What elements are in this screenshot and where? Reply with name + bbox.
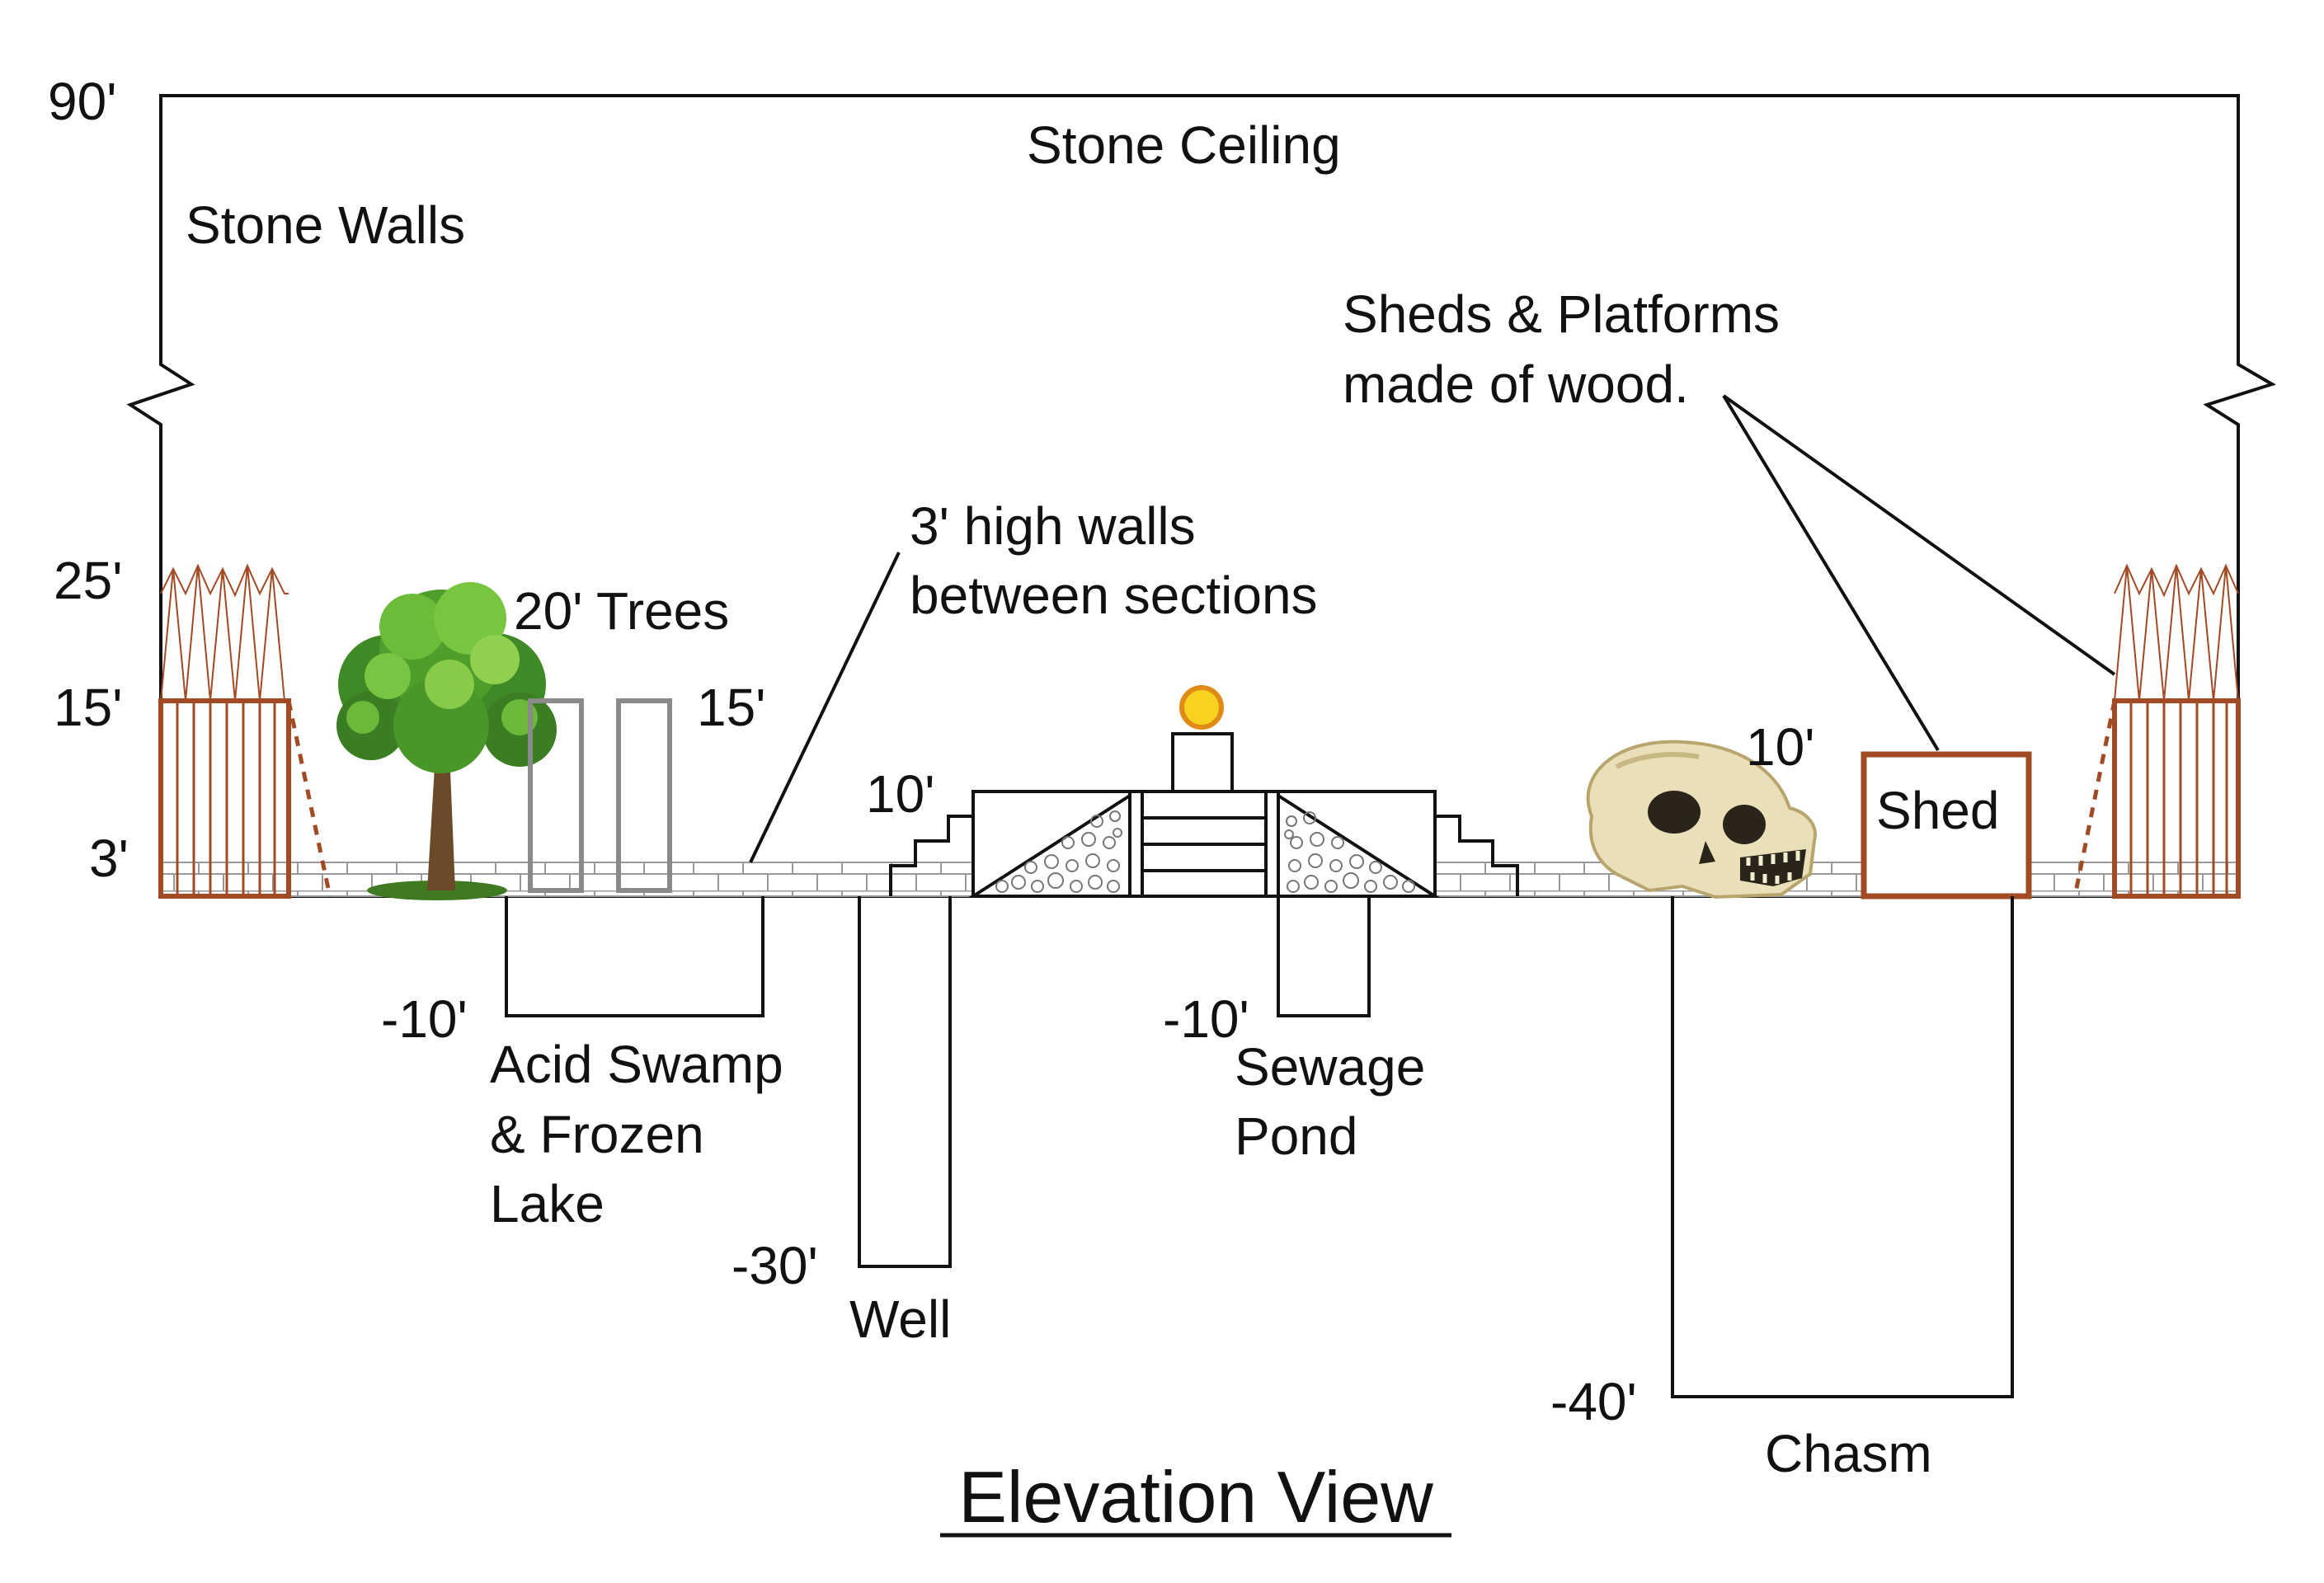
chasm-pit bbox=[1671, 896, 2014, 1398]
rubble-right bbox=[1284, 811, 1415, 893]
height-towers: 15' bbox=[697, 678, 765, 737]
well-pit bbox=[858, 896, 952, 1268]
swamp-pit bbox=[505, 896, 764, 1017]
shed-box bbox=[1861, 751, 2032, 900]
height-steps: 10' bbox=[866, 764, 934, 824]
diagram-title: Elevation View bbox=[958, 1456, 1433, 1538]
rubble-left bbox=[995, 810, 1122, 893]
depth-chasm: -40' bbox=[1550, 1372, 1637, 1431]
height-skull-platform: 10' bbox=[1746, 717, 1814, 777]
pit-swamp-line2: & Frozen bbox=[490, 1105, 704, 1164]
pit-chasm: Chasm bbox=[1765, 1424, 1932, 1483]
depth-swamp: -10' bbox=[381, 989, 468, 1049]
trees-label: 20' Trees bbox=[514, 581, 729, 641]
stone-room-outline bbox=[126, 94, 2276, 896]
sewage-pit bbox=[1277, 896, 1371, 1017]
sheds-leader-line-1 bbox=[1722, 394, 1940, 752]
palisade-right bbox=[2072, 563, 2241, 899]
depth-well: -30' bbox=[732, 1236, 818, 1295]
pit-swamp-line1: Acid Swamp bbox=[490, 1035, 783, 1094]
level-palisade-top: 25' bbox=[54, 551, 122, 610]
walls-leader-line bbox=[749, 552, 901, 863]
sheds-note-line2: made of wood. bbox=[1343, 355, 1689, 414]
depth-sewage: -10' bbox=[1163, 989, 1249, 1049]
skull-icon bbox=[1586, 740, 1817, 900]
walls-note-line1: 3' high walls bbox=[910, 496, 1196, 556]
level-top: 90' bbox=[48, 72, 116, 131]
level-palisade-mid: 15' bbox=[54, 678, 122, 737]
walls-label: Stone Walls bbox=[186, 195, 465, 255]
sheds-leader-line-2 bbox=[1722, 394, 2116, 676]
tower-left bbox=[528, 698, 584, 893]
pit-sewage-line1: Sewage bbox=[1235, 1037, 1425, 1097]
pit-sewage-line2: Pond bbox=[1235, 1106, 1357, 1166]
level-ground-wall: 3' bbox=[89, 829, 129, 888]
sun-orb-icon bbox=[1179, 685, 1224, 730]
sheds-note-line1: Sheds & Platforms bbox=[1343, 284, 1780, 344]
pit-swamp-line3: Lake bbox=[490, 1174, 605, 1233]
tower-right bbox=[616, 698, 672, 893]
pit-well: Well bbox=[849, 1289, 951, 1349]
shed-label: Shed bbox=[1876, 781, 1999, 840]
central-platform bbox=[889, 732, 1519, 898]
brick-wall-right bbox=[2028, 862, 2239, 897]
walls-note-line2: between sections bbox=[910, 566, 1318, 625]
palisade-left bbox=[158, 563, 332, 899]
ceiling-label: Stone Ceiling bbox=[1027, 115, 1341, 175]
